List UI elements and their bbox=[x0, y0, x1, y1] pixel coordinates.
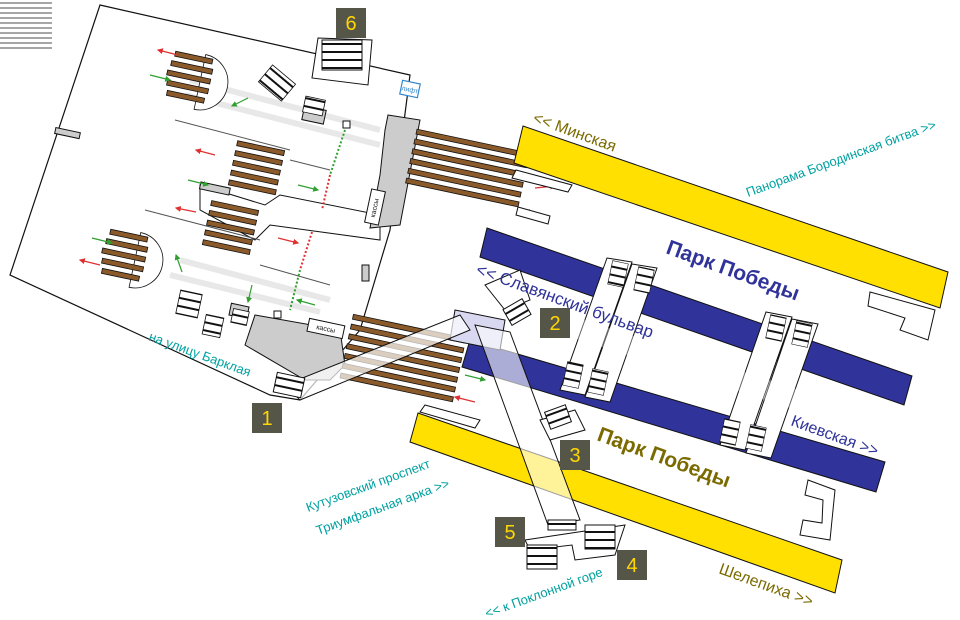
exit-4-label: 4 bbox=[626, 555, 637, 577]
ticket-office-upper: кассы bbox=[364, 188, 386, 226]
turnstile-lines bbox=[273, 120, 351, 319]
ticket-office-lower: кассы bbox=[306, 317, 346, 340]
exit-6[interactable]: 6 bbox=[336, 8, 366, 38]
exit-6-label: 6 bbox=[345, 13, 356, 35]
yellow-line-upper bbox=[511, 125, 949, 341]
exit-2-label: 2 bbox=[549, 313, 560, 335]
ticket-office-label-upper: кассы bbox=[370, 198, 381, 218]
exit-5-label: 5 bbox=[504, 522, 515, 544]
label-poklonnaya: << к Поклонной горе bbox=[483, 564, 605, 620]
yellow-line-lower bbox=[409, 404, 843, 594]
exit-5[interactable]: 5 bbox=[495, 517, 525, 547]
exit-2[interactable]: 2 bbox=[540, 308, 570, 338]
hall-stairs bbox=[175, 64, 326, 339]
transfer-corridors bbox=[272, 269, 626, 570]
label-panorama: Панорама Бородинская битва >> bbox=[744, 117, 938, 200]
lift[interactable]: лифт bbox=[399, 79, 421, 99]
exit-3[interactable]: 3 bbox=[560, 440, 590, 470]
exit-1-label: 1 bbox=[261, 408, 272, 430]
exit-6-structure bbox=[311, 37, 373, 86]
exit-4[interactable]: 4 bbox=[617, 550, 647, 580]
legend-stripes bbox=[0, 0, 52, 52]
exit-3-label: 3 bbox=[569, 445, 580, 467]
lift-label: лифт bbox=[401, 85, 420, 96]
ticket-office-label-lower: кассы bbox=[316, 324, 336, 335]
exit-1[interactable]: 1 bbox=[252, 403, 282, 433]
cross-passages bbox=[559, 257, 819, 459]
